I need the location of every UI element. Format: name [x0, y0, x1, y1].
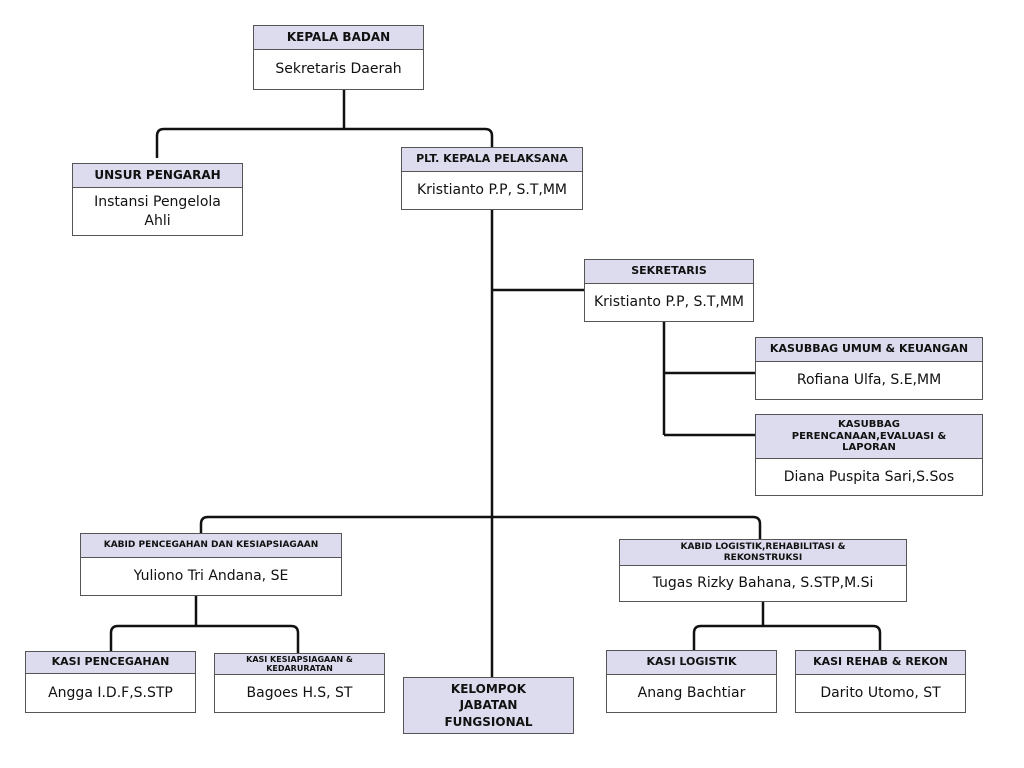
line-kasi-right-branch — [692, 624, 882, 650]
node-title: KASUBBAG PERENCANAAN,EVALUASI & LAPORAN — [756, 415, 982, 459]
node-kasi-kesiapsiagaan: KASI KESIAPSIAGAAN & KEDARURATAN Bagoes … — [214, 653, 385, 713]
node-title: KASI REHAB & REKON — [796, 651, 965, 675]
node-name: Diana Puspita Sari,S.Sos — [783, 468, 955, 485]
node-title: KELOMPOK JABATAN FUNGSIONAL — [444, 682, 533, 729]
node-name: Darito Utomo, ST — [820, 685, 941, 702]
node-kasi-pencegahan: KASI PENCEGAHAN Angga I.D.F,S.STP — [25, 651, 196, 713]
node-kelompok-jabatan-fungsional: KELOMPOK JABATAN FUNGSIONAL — [403, 677, 574, 734]
node-sekretaris: SEKRETARIS Kristianto P.P, S.T,MM — [584, 259, 754, 322]
node-kepala-badan: KEPALA BADAN Sekretaris Daerah — [253, 25, 424, 90]
node-plt-kepala-pelaksana: PLT. KEPALA PELAKSANA Kristianto P.P, S.… — [401, 147, 583, 210]
node-kabid-pencegahan: KABID PENCEGAHAN DAN KESIAPSIAGAAN Yulio… — [80, 533, 342, 596]
node-title: KABID PENCEGAHAN DAN KESIAPSIAGAAN — [81, 534, 341, 558]
node-name: Instansi Pengelola Ahli — [94, 194, 221, 229]
node-title: KABID LOGISTIK,REHABILITASI & REKONSTRUK… — [620, 540, 906, 566]
node-kasubbag-perencanaan: KASUBBAG PERENCANAAN,EVALUASI & LAPORAN … — [755, 414, 983, 496]
line-top-branch — [155, 127, 494, 158]
node-name: Kristianto P.P, S.T,MM — [416, 182, 567, 199]
node-title: SEKRETARIS — [585, 260, 753, 284]
node-title: KASI LOGISTIK — [607, 651, 776, 675]
node-kabid-logistik: KABID LOGISTIK,REHABILITASI & REKONSTRUK… — [619, 539, 907, 602]
node-kasi-rehab-rekon: KASI REHAB & REKON Darito Utomo, ST — [795, 650, 966, 713]
node-unsur-pengarah: UNSUR PENGARAH Instansi Pengelola Ahli — [72, 163, 243, 236]
node-name: Yuliono Tri Andana, SE — [133, 568, 289, 585]
node-title: PLT. KEPALA PELAKSANA — [402, 148, 582, 172]
node-name: Angga I.D.F,S.STP — [48, 684, 173, 701]
node-kasubbag-umum-keuangan: KASUBBAG UMUM & KEUANGAN Rofiana Ulfa, S… — [755, 337, 983, 400]
node-title: UNSUR PENGARAH — [73, 164, 242, 188]
node-name: Sekretaris Daerah — [275, 61, 402, 78]
node-title: KEPALA BADAN — [254, 26, 423, 50]
node-kasi-logistik: KASI LOGISTIK Anang Bachtiar — [606, 650, 777, 713]
node-name: Kristianto P.P, S.T,MM — [593, 294, 744, 311]
node-name: Tugas Rizky Bahana, S.STP,M.Si — [652, 575, 874, 592]
node-name: Anang Bachtiar — [637, 685, 746, 702]
node-title: KASI PENCEGAHAN — [26, 652, 195, 674]
line-kasi-left-branch — [109, 624, 300, 653]
node-name: Bagoes H.S, ST — [246, 685, 353, 702]
node-title: KASUBBAG UMUM & KEUANGAN — [756, 338, 982, 362]
node-title: KASI KESIAPSIAGAAN & KEDARURATAN — [215, 654, 384, 675]
node-name: Rofiana Ulfa, S.E,MM — [796, 372, 942, 389]
line-kabid-branch — [199, 515, 762, 539]
